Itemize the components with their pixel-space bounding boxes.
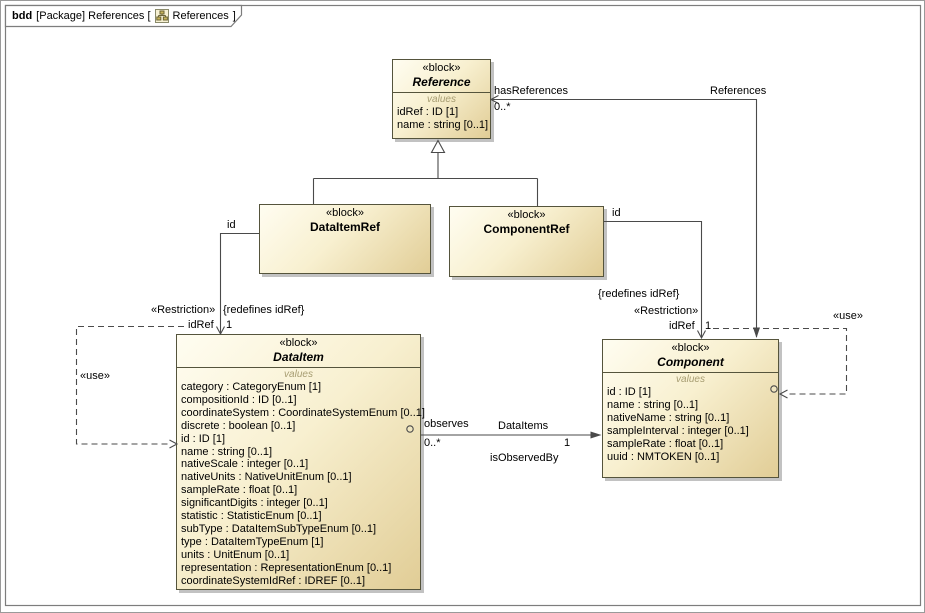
- attribute: units : UnitEnum [0..1]: [181, 548, 290, 561]
- block-component[interactable]: «block» Component values id : ID [1]name…: [602, 339, 779, 478]
- attribute: idRef : ID [1]: [397, 106, 459, 118]
- block-stereotype: «block»: [422, 62, 461, 74]
- diagram-name: References: [172, 9, 229, 22]
- label-use-component: «use»: [833, 310, 863, 322]
- block-reference[interactable]: «block» Reference values idRef : ID [1]n…: [392, 59, 491, 139]
- label-restriction-dataitem: «Restriction»: [151, 304, 216, 316]
- attributes-list: id : ID [1]name : string [0..1]nativeNam…: [603, 386, 778, 464]
- label-isobservedby: isObservedBy: [490, 452, 559, 464]
- attribute: significantDigits : integer [0..1]: [181, 497, 328, 510]
- diagram-tab[interactable]: bdd[Package] References [ References]: [12, 8, 236, 23]
- open-arrowhead-icon: [216, 326, 225, 336]
- attribute: nativeName : string [0..1]: [607, 412, 730, 424]
- attribute: name : string [0..1]: [397, 118, 489, 131]
- label-idref-component-multiplicity: 1: [705, 320, 712, 332]
- label-hasreferences: hasReferences: [494, 85, 568, 97]
- block-name: ComponentRef: [483, 222, 570, 236]
- label-hasreferences-multiplicity: 0..*: [494, 101, 511, 113]
- filled-arrowhead-icon: [753, 327, 760, 338]
- attribute: sampleInterval : integer [0..1]: [607, 425, 749, 437]
- label-restriction-component: «Restriction»: [634, 305, 699, 317]
- attribute: id : ID [1]: [181, 432, 226, 445]
- attributes-list: category : CategoryEnum [1]compositionId…: [177, 381, 425, 588]
- attribute: sampleRate : float [0..1]: [607, 438, 724, 450]
- block-name: DataItem: [273, 350, 324, 364]
- block-dataitemref[interactable]: «block» DataItemRef: [259, 204, 431, 274]
- attribute: coordinateSystem : CoordinateSystemEnum …: [181, 406, 425, 419]
- attribute: type : DataItemTypeEnum [1]: [181, 535, 324, 548]
- attribute: compositionId : ID [0..1]: [181, 393, 297, 406]
- attribute: id : ID [1]: [607, 386, 652, 398]
- label-use-dataitem: «use»: [80, 370, 110, 382]
- block-dataitem[interactable]: «block» DataItem values category : Categ…: [176, 334, 425, 590]
- attribute: discrete : boolean [0..1]: [181, 419, 296, 432]
- attribute: name : string [0..1]: [181, 445, 273, 458]
- attribute: statistic : StatisticEnum [0..1]: [181, 510, 322, 523]
- label-idref-dataitem: idRef: [188, 319, 214, 331]
- attribute: nativeUnits : NativeUnitEnum [0..1]: [181, 471, 352, 484]
- use-dependency-dataitem[interactable]: [75, 325, 185, 449]
- attribute: subType : DataItemSubTypeEnum [0..1]: [181, 522, 377, 535]
- attribute: nativeScale : integer [0..1]: [181, 458, 309, 471]
- values-compartment-label: values: [284, 369, 313, 380]
- diagram-kind: bdd: [12, 9, 33, 22]
- block-name: Reference: [412, 75, 471, 89]
- block-stereotype: «block»: [507, 209, 546, 221]
- label-observes-multiplicity: 0..*: [424, 437, 441, 449]
- attributes-list: idRef : ID [1]name : string [0..1]: [393, 106, 490, 132]
- label-redefines-component: {redefines idRef}: [598, 288, 680, 300]
- attribute: name : string [0..1]: [607, 399, 699, 411]
- generalization-arrowhead-icon: [430, 139, 446, 154]
- attribute: category : CategoryEnum [1]: [181, 381, 322, 393]
- attribute: sampleRate : float [0..1]: [181, 484, 298, 497]
- generalization-connector[interactable]: [312, 139, 539, 207]
- label-idref-component: idRef: [669, 320, 695, 332]
- attribute: uuid : NMTOKEN [0..1]: [607, 451, 720, 463]
- label-dataitems: DataItems: [498, 420, 549, 432]
- values-compartment-label: values: [676, 374, 705, 385]
- id-association-dataitemref[interactable]: [216, 232, 260, 336]
- values-compartment-label: values: [427, 94, 456, 105]
- attribute: representation : RepresentationEnum [0..…: [181, 561, 392, 574]
- diagram-context: [Package] References [: [36, 9, 151, 22]
- block-name: DataItemRef: [309, 220, 381, 234]
- label-references: References: [710, 85, 767, 97]
- label-observes: observes: [424, 418, 469, 430]
- open-arrowhead-icon: [778, 389, 788, 399]
- block-stereotype: «block»: [279, 337, 318, 349]
- block-stereotype: «block»: [671, 342, 710, 354]
- diagram-bracket: ]: [232, 9, 236, 22]
- block-stereotype: «block»: [326, 207, 364, 219]
- filled-arrowhead-icon: [590, 431, 602, 439]
- block-name: Component: [657, 355, 724, 369]
- bdd-diagram-icon: [154, 8, 169, 23]
- label-redefines-dataitem: {redefines idRef}: [223, 304, 305, 316]
- label-id-componentref: id: [612, 207, 621, 219]
- attribute: coordinateSystemIdRef : IDREF [0..1]: [181, 574, 366, 587]
- label-idref-dataitem-multiplicity: 1: [226, 319, 233, 331]
- label-id-dataitemref: id: [227, 219, 236, 231]
- block-componentref[interactable]: «block» ComponentRef: [449, 206, 604, 277]
- label-dataitems-multiplicity: 1: [564, 437, 571, 449]
